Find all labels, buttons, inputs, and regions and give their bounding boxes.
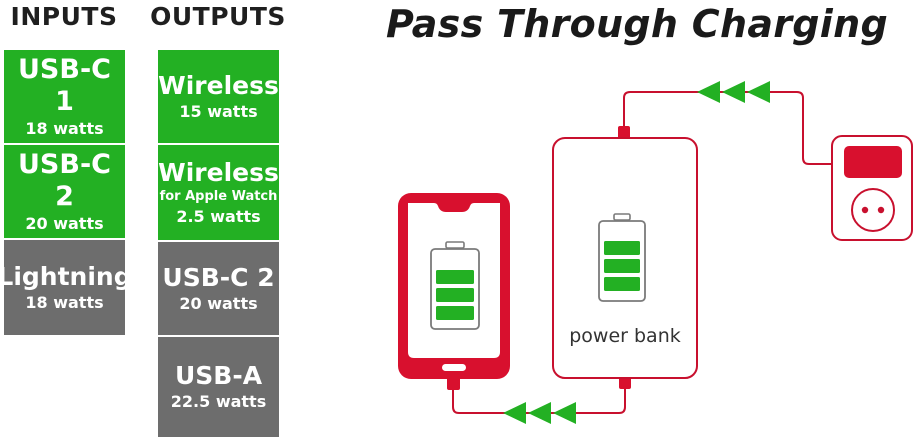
flow-arrows-bottom — [503, 402, 576, 424]
power-bank-label: power bank — [569, 325, 681, 347]
input-tile-usbc1: USB-C 1 18 watts — [4, 50, 125, 143]
arrow-left-icon — [722, 81, 745, 103]
output-power: 20 watts — [179, 293, 258, 313]
wall-outlet-icon — [831, 135, 913, 241]
wire-top — [623, 91, 836, 165]
output-tile-wireless-watch: Wireless for Apple Watch 2.5 watts — [158, 145, 279, 240]
inputs-title: INPUTS — [10, 2, 118, 31]
arrow-left-icon — [503, 402, 526, 424]
flow-arrows-top — [697, 81, 770, 103]
input-tile-lightning: Lightning 18 watts — [0, 240, 132, 335]
outputs-title: OUTPUTS — [150, 2, 286, 31]
output-power: 22.5 watts — [170, 392, 267, 411]
input-name: USB-C 2 — [18, 148, 111, 212]
output-name: USB-C 2 — [162, 262, 275, 292]
input-tile-usbc2: USB-C 2 20 watts — [4, 145, 125, 238]
phone-battery-icon — [430, 241, 480, 330]
input-power: 18 watts — [25, 292, 104, 312]
output-power: 15 watts — [179, 101, 258, 121]
output-power: 2.5 watts — [176, 206, 261, 226]
input-name: Lightning — [0, 261, 132, 291]
output-name: USB-A — [174, 361, 263, 390]
arrow-left-icon — [747, 81, 770, 103]
output-tile-usbc2: USB-C 2 20 watts — [158, 242, 279, 335]
power-bank-battery-icon — [598, 213, 646, 302]
output-name: Wireless — [158, 70, 279, 100]
input-power: 20 watts — [25, 213, 104, 233]
output-tile-usba: USB-A 22.5 watts — [158, 337, 279, 437]
arrow-left-icon — [553, 402, 576, 424]
arrow-left-icon — [697, 81, 720, 103]
output-tile-wireless: Wireless 15 watts — [158, 50, 279, 143]
arrow-left-icon — [528, 402, 551, 424]
output-note: for Apple Watch — [159, 188, 278, 204]
diagram-title: Pass Through Charging — [386, 2, 888, 46]
input-name: USB-C 1 — [18, 53, 111, 117]
input-power: 18 watts — [25, 118, 104, 138]
output-name: Wireless — [158, 157, 279, 187]
